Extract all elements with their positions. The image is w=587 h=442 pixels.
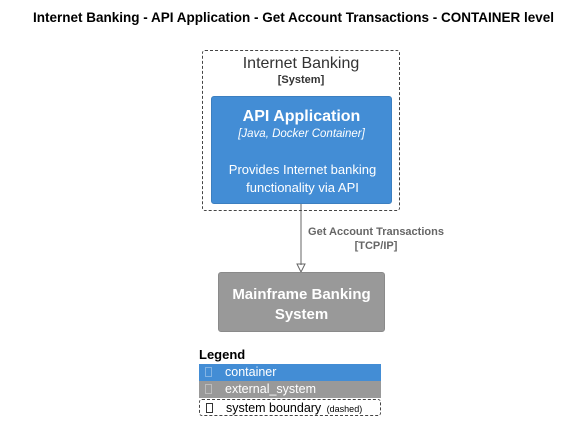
legend-boundary-label: system boundary bbox=[226, 401, 322, 415]
relationship-label: Get Account Transactions [TCP/IP] bbox=[296, 225, 456, 253]
legend-item-external-system: external_system bbox=[199, 381, 381, 398]
container-technology: [Java, Docker Container] bbox=[238, 128, 365, 140]
legend-item-label: system boundary (dashed) bbox=[226, 400, 362, 418]
legend-item-label: external_system bbox=[225, 382, 317, 396]
legend-boundary-swatch-icon bbox=[206, 403, 213, 413]
container-name: API Application bbox=[242, 108, 361, 125]
legend-item-system-boundary: system boundary (dashed) bbox=[199, 399, 381, 416]
relationship-technology: [TCP/IP] bbox=[354, 240, 398, 252]
system-boundary[interactable]: Internet Banking [System] bbox=[202, 50, 400, 211]
external-system-name: Mainframe Banking System bbox=[232, 286, 371, 323]
legend-boundary-note: (dashed) bbox=[326, 404, 363, 414]
legend-external-swatch-icon bbox=[205, 384, 212, 394]
legend-item-container: container bbox=[199, 364, 381, 381]
api-application-container[interactable]: API Application [Java, Docker Container]… bbox=[211, 96, 392, 204]
legend-item-label: container bbox=[225, 365, 277, 379]
boundary-type: [System] bbox=[277, 74, 325, 86]
container-description: Provides Internet banking functionality … bbox=[228, 162, 377, 195]
boundary-name: Internet Banking bbox=[242, 55, 360, 72]
relationship-description: Get Account Transactions bbox=[308, 226, 444, 238]
legend-container-swatch-icon bbox=[205, 367, 212, 377]
legend-title: Legend bbox=[199, 347, 246, 362]
diagram-title: Internet Banking - API Application - Get… bbox=[32, 10, 555, 25]
relationship-arrowhead bbox=[296, 263, 306, 274]
mainframe-banking-system[interactable]: Mainframe Banking System bbox=[218, 272, 385, 332]
